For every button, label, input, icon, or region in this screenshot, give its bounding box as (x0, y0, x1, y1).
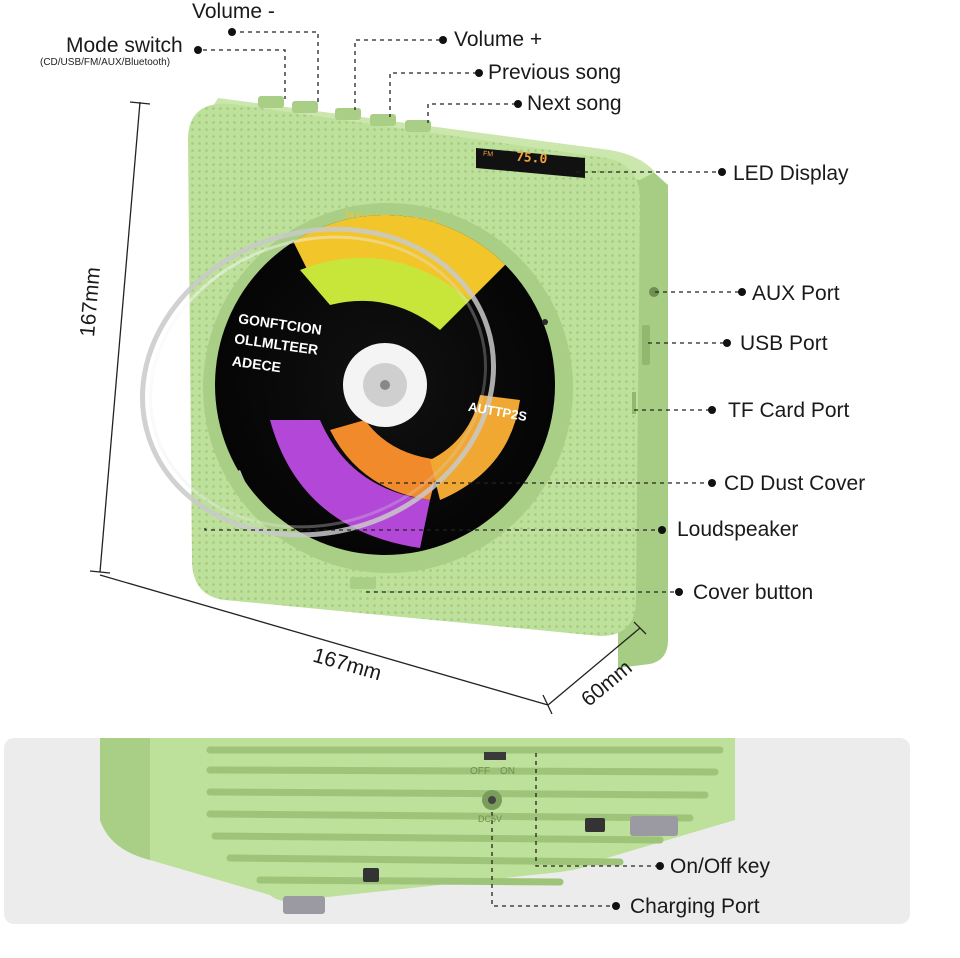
cover-button-shape (350, 577, 376, 589)
display-mode: FM (482, 150, 494, 159)
led-display (476, 148, 585, 178)
label-loudspeaker: Loudspeaker (677, 518, 799, 541)
label-volume-minus: Volume - (192, 0, 275, 23)
top-buttons (258, 96, 431, 132)
label-on-off-key: On/Off key (670, 855, 770, 878)
display-value: 75.0 (515, 149, 548, 168)
label-usb-port: USB Port (740, 332, 828, 355)
label-previous-song: Previous song (488, 61, 622, 84)
label-cover-button: Cover button (693, 581, 814, 604)
bottom-device (100, 738, 735, 914)
switch-off-label: OFF (470, 766, 490, 777)
label-aux-port: AUX Port (752, 282, 840, 305)
label-next-song: Next song (527, 92, 622, 115)
dimension-lines (89, 101, 647, 715)
switch-on-label: ON (500, 766, 515, 777)
label-led-display: LED Display (733, 162, 849, 185)
label-charging-port: Charging Port (630, 895, 760, 918)
label-volume-plus: Volume + (454, 28, 543, 51)
pointer-lines (203, 31, 740, 907)
cd-dust-cover (139, 226, 497, 538)
label-mode-switch-detail: (CD/USB/FM/AUX/Bluetooth) (40, 57, 171, 68)
dc-port-label: DC5V (478, 814, 503, 824)
label-tf-card-port: TF Card Port (728, 399, 850, 422)
side-ports (632, 287, 659, 414)
label-cd-dust-cover: CD Dust Cover (724, 472, 866, 495)
pointer-dots (194, 28, 746, 910)
label-mode-switch: Mode switch (66, 34, 183, 57)
